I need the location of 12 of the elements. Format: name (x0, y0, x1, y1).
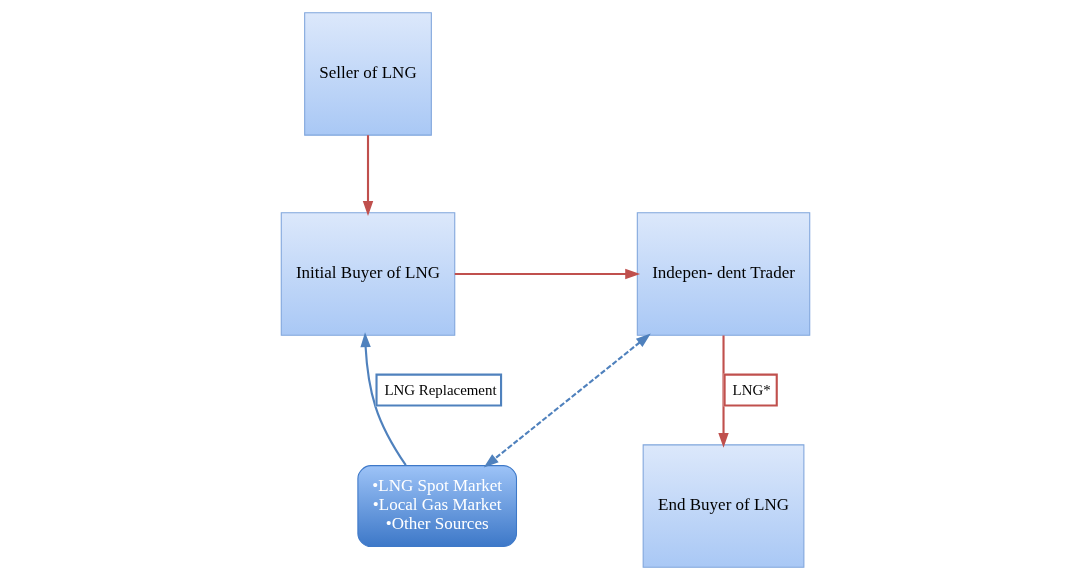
node-box: Indepen- dent Trader (636, 212, 810, 336)
node-box: End Buyer of LNG (642, 444, 804, 568)
edge-label: LNG* (732, 381, 771, 398)
arrow (483, 333, 651, 468)
node-box: •LNG Spot Market •Local Gas Market •Other Sources (356, 465, 517, 548)
arrow (362, 135, 373, 216)
node-box: Seller of LNG (303, 12, 432, 136)
node-box: Initial Buyer of LNG (280, 212, 455, 336)
edge-label: LNG Replacement (384, 381, 497, 398)
arrow (359, 332, 407, 466)
arrow (717, 335, 729, 448)
arrow (454, 268, 640, 280)
